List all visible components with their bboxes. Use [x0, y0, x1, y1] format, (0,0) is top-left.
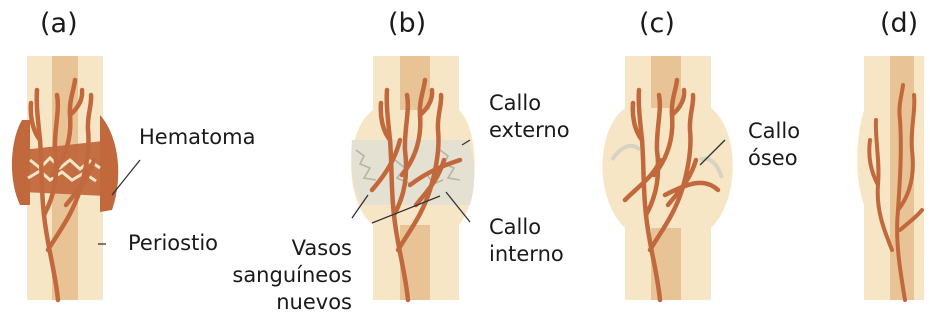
panel-label-a: (a): [40, 8, 78, 40]
label-hematoma: Hematoma: [139, 124, 255, 151]
label-vasos-sanguineos-nuevos: Vasos sanguíneos nuevos: [222, 235, 352, 316]
panel-label-c: (c): [639, 8, 675, 40]
label-callo-oseo: Callo óseo: [748, 118, 800, 172]
panel-label-b: (b): [388, 8, 426, 40]
panel-a-bone: [12, 56, 140, 300]
panel-c-bone: [603, 56, 733, 300]
panel-d-bone: [857, 56, 924, 300]
panel-label-d: (d): [880, 8, 918, 40]
label-callo-externo: Callo externo: [489, 90, 570, 144]
label-callo-interno: Callo interno: [489, 214, 564, 268]
panel-b-bone: [351, 56, 475, 300]
label-periostio: Periostio: [128, 230, 218, 257]
